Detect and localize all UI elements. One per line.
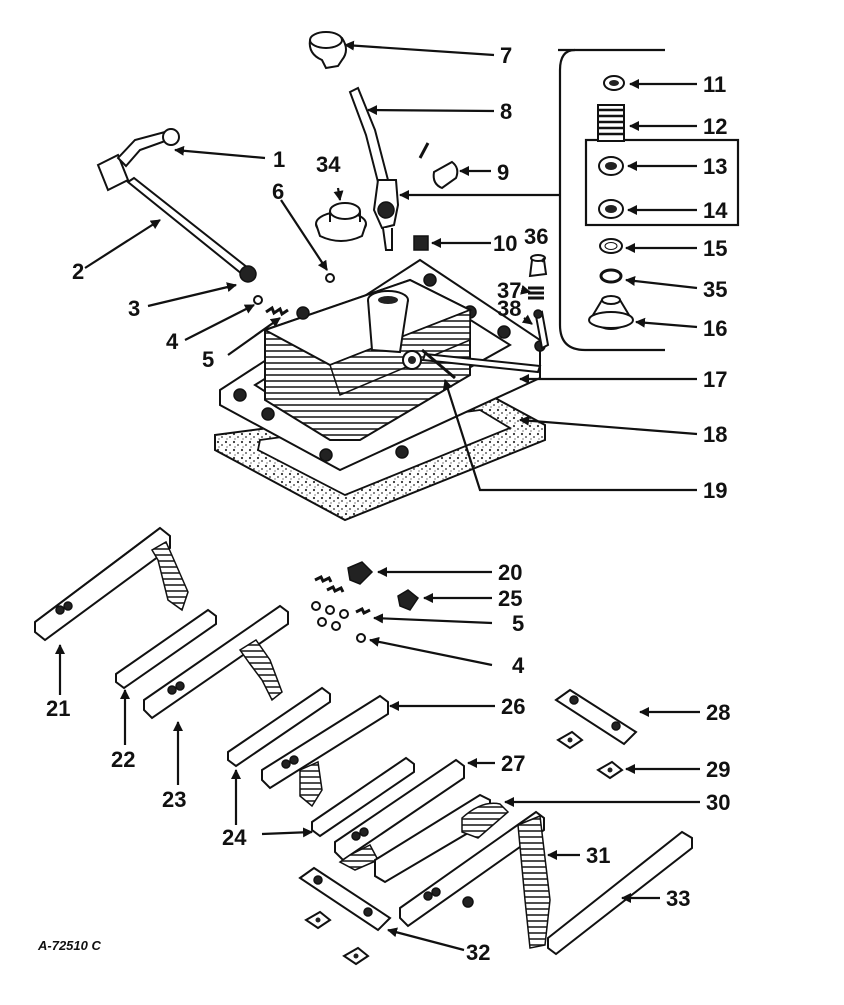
rod-2: [126, 176, 250, 276]
block-20: [347, 561, 374, 585]
callout-24-upper: 24: [222, 825, 247, 850]
callout-18: 18: [703, 422, 727, 447]
callout-labels: 1 2 3 4 5 6 7 8 9 10 11 12 13 14 15 16 1…: [46, 43, 730, 965]
callout-2: 2: [72, 259, 84, 284]
callout-35: 35: [703, 277, 727, 302]
spring-5-top: [265, 305, 289, 317]
shaft-19: [421, 348, 542, 380]
callout-8: 8: [500, 99, 512, 124]
callout-4: 4: [166, 329, 179, 354]
callout-6: 6: [272, 179, 284, 204]
seat-13: [598, 156, 624, 176]
callout-37: 37: [497, 278, 521, 303]
callout-30: 30: [706, 790, 730, 815]
spring-37: [528, 286, 544, 300]
rail-31: [399, 810, 551, 949]
callout-33: 33: [666, 886, 690, 911]
nut-3: [239, 265, 257, 283]
fork-30: [374, 793, 510, 884]
callout-11: 11: [703, 72, 726, 97]
block-25: [397, 589, 420, 611]
ball-4-low: [356, 633, 366, 643]
callout-23: 23: [162, 787, 186, 812]
spring-12: [597, 104, 625, 142]
callout-10: 10: [493, 231, 517, 256]
callout-4-lower: 4: [512, 653, 525, 678]
cap-16: [588, 295, 634, 330]
rail-21: [34, 526, 189, 642]
bar-24-upper: [227, 686, 331, 768]
callout-27: 27: [501, 751, 525, 776]
callout-26: 26: [501, 694, 525, 719]
bar-22: [115, 608, 217, 690]
plug-36: [528, 254, 548, 278]
callout-20: 20: [498, 560, 522, 585]
rail-23: [143, 604, 289, 720]
callout-16: 16: [703, 316, 727, 341]
callout-36: 36: [524, 224, 548, 249]
lever-1: [96, 128, 180, 192]
block-28a: [556, 730, 584, 750]
callout-5-lower: 5: [512, 611, 524, 636]
washer-15: [599, 238, 623, 254]
callout-3: 3: [128, 296, 140, 321]
callout-7: 7: [500, 43, 512, 68]
callout-17: 17: [703, 367, 727, 392]
rail-27: [334, 758, 465, 871]
callout-15: 15: [703, 236, 727, 261]
housing: [262, 278, 473, 441]
ball-4-top: [253, 295, 263, 305]
pin-38: [533, 309, 550, 350]
callout-38: 38: [497, 296, 521, 321]
callout-32: 32: [466, 940, 490, 965]
detent-cluster: [311, 574, 349, 631]
nut-10: [413, 235, 429, 251]
callout-12: 12: [703, 114, 727, 139]
callout-13: 13: [703, 154, 727, 179]
callout-25: 25: [498, 586, 522, 611]
ring-6: [325, 273, 335, 283]
callout-14: 14: [703, 198, 728, 223]
block-32b: [342, 946, 370, 966]
spring-5-low: [355, 606, 371, 616]
drawing-number: A-72510 C: [37, 938, 101, 953]
pin-9: [418, 142, 459, 190]
washer-11: [603, 75, 625, 91]
plate-32: [298, 866, 392, 932]
rail-26: [261, 694, 389, 808]
lever-8: [348, 86, 400, 251]
bar-33: [547, 830, 693, 956]
block-29: [596, 760, 624, 780]
knob-7: [308, 31, 347, 70]
callout-19: 19: [703, 478, 727, 503]
seat-14: [598, 199, 624, 219]
boot-34: [315, 202, 367, 242]
callout-29: 29: [706, 757, 730, 782]
plate-28: [554, 688, 638, 746]
callout-9: 9: [497, 160, 509, 185]
block-32a: [304, 910, 332, 930]
callout-22: 22: [111, 747, 135, 772]
callout-21: 21: [46, 696, 70, 721]
callout-1: 1: [273, 147, 285, 172]
leader-lines: [55, 40, 700, 952]
ring-35: [599, 268, 623, 284]
callout-5: 5: [202, 347, 214, 372]
bracket-frame: [558, 48, 740, 352]
callout-34: 34: [316, 152, 341, 177]
callout-28: 28: [706, 700, 730, 725]
callout-31: 31: [586, 843, 610, 868]
